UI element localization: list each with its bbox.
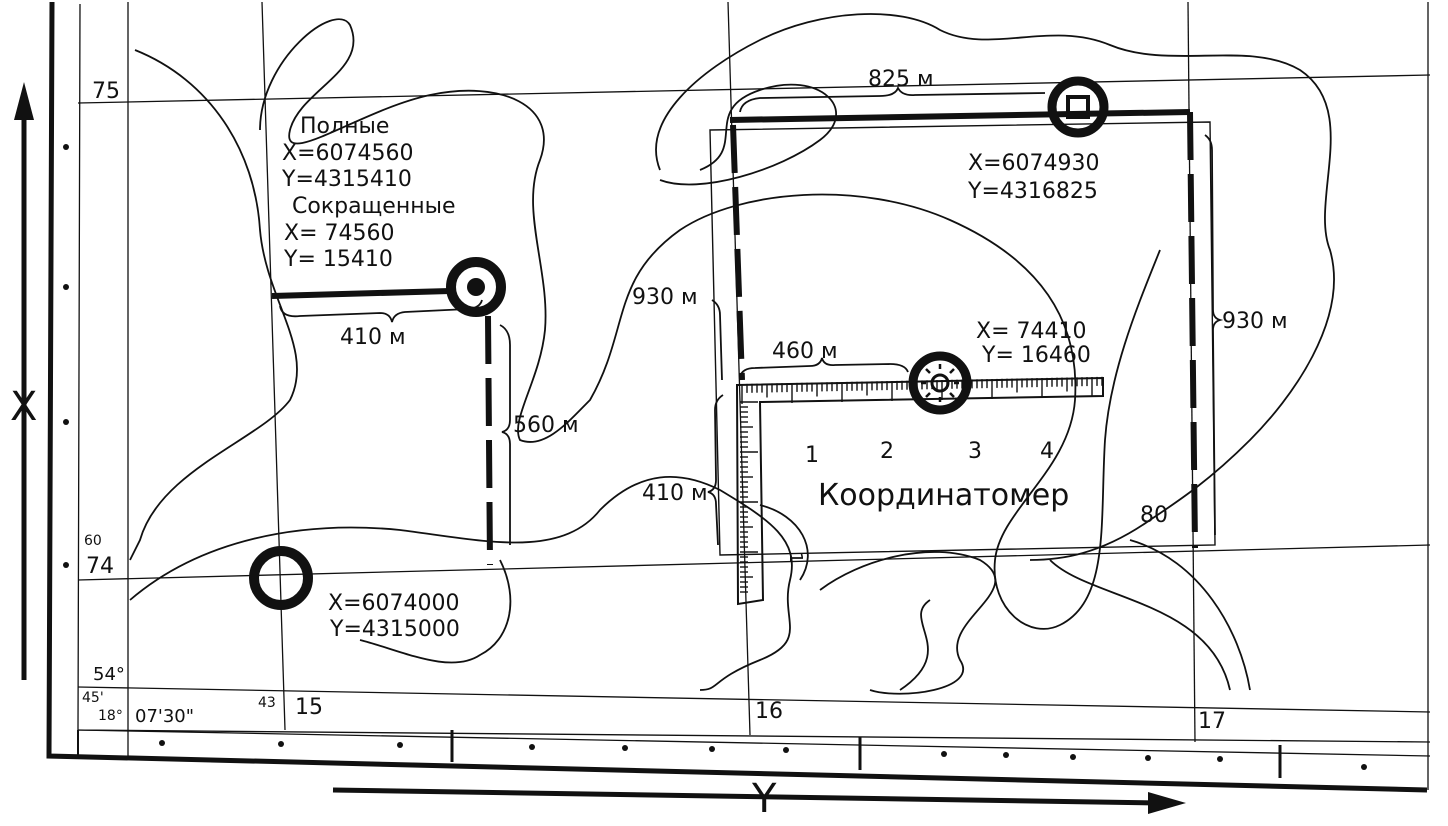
- sun-annotation: X= 74410 Y= 16460 460 м 410 м: [642, 319, 1091, 506]
- ruler-tick-label: 3: [968, 439, 982, 464]
- x-axis-label: X: [10, 384, 37, 430]
- ring-y-coordinate: Y=4315000: [329, 617, 460, 642]
- distance-braces: [279, 85, 1224, 546]
- grid-label-east-15: 15: [295, 695, 323, 720]
- contour-lines: [129, 13, 1335, 695]
- sun-y-coordinate: Y= 16460: [981, 343, 1091, 368]
- corner-latitude-minutes: 45': [82, 690, 104, 706]
- y-axis-arrow: [332, 787, 1186, 814]
- ruler-tick-marks: [740, 376, 1103, 593]
- grid-label-north-74-small: 60: [84, 533, 102, 549]
- distance-label-930m-right: 930 м: [1222, 309, 1288, 334]
- grid-label-east-15-small: 43: [258, 695, 276, 711]
- ring-marker: [249, 546, 313, 610]
- square-x-coordinate: X=6074930: [968, 151, 1099, 176]
- frame-dots: [63, 144, 1367, 770]
- x-axis-arrow: [14, 82, 34, 680]
- coordinatometer: 1 1 2 3 4 Координатомер: [709, 121, 1216, 606]
- corner-longitude-degrees: 18°: [98, 708, 123, 724]
- corner-latitude-degrees: 54°: [93, 664, 125, 685]
- sun-marker: [908, 351, 972, 415]
- ruler-title: Координатомер: [818, 478, 1069, 513]
- distance-label-410m: 410 м: [340, 325, 406, 350]
- full-coordinates-title: Полные: [300, 114, 389, 139]
- square-marker: [1047, 76, 1109, 138]
- grid-label-north-75: 75: [92, 79, 120, 104]
- grid-label-north-74: 74: [86, 554, 114, 579]
- corner-longitude-minutes: 07'30": [135, 706, 194, 727]
- distance-label-825m: 825 м: [868, 67, 934, 92]
- full-y-coordinate: Y=4315410: [281, 167, 412, 192]
- contour-height-label: 80: [1140, 503, 1168, 528]
- short-y-coordinate: Y= 15410: [283, 247, 393, 272]
- ruler-vertical-label: 1: [785, 552, 806, 563]
- map-frame: [46, 1, 1431, 793]
- distance-label-460m: 460 м: [772, 339, 838, 364]
- full-x-coordinate: X=6074560: [282, 141, 413, 166]
- short-coordinates-title: Сокращенные: [292, 194, 456, 219]
- grid-label-east-17: 17: [1198, 709, 1226, 734]
- ruler-tick-label: 4: [1040, 439, 1054, 464]
- construction-lines: [271, 109, 1198, 566]
- ring-x-coordinate: X=6074000: [328, 591, 459, 616]
- square-annotation: 825 м X=6074930 Y=4316825 930 м 930 м: [632, 67, 1288, 334]
- sun-x-coordinate: X= 74410: [976, 319, 1086, 344]
- grid-label-east-16: 16: [755, 699, 783, 724]
- distance-label-410m-ruler: 410 м: [642, 481, 708, 506]
- y-axis-label: Y: [751, 776, 777, 822]
- filled-circle-annotation: Полные X=6074560 Y=4315410 Сокращенные X…: [281, 114, 579, 438]
- ring-annotation: X=6074000 Y=4315000: [328, 591, 460, 642]
- ruler-tick-label: 2: [880, 439, 894, 464]
- distance-label-930m-left: 930 м: [632, 285, 698, 310]
- ruler-tick-label: 1: [805, 443, 819, 468]
- short-x-coordinate: X= 74560: [284, 221, 394, 246]
- distance-label-560m: 560 м: [513, 413, 579, 438]
- kilometre-grid: [77, 1, 1431, 743]
- square-y-coordinate: Y=4316825: [967, 179, 1098, 204]
- filled-circle-marker: [446, 257, 506, 317]
